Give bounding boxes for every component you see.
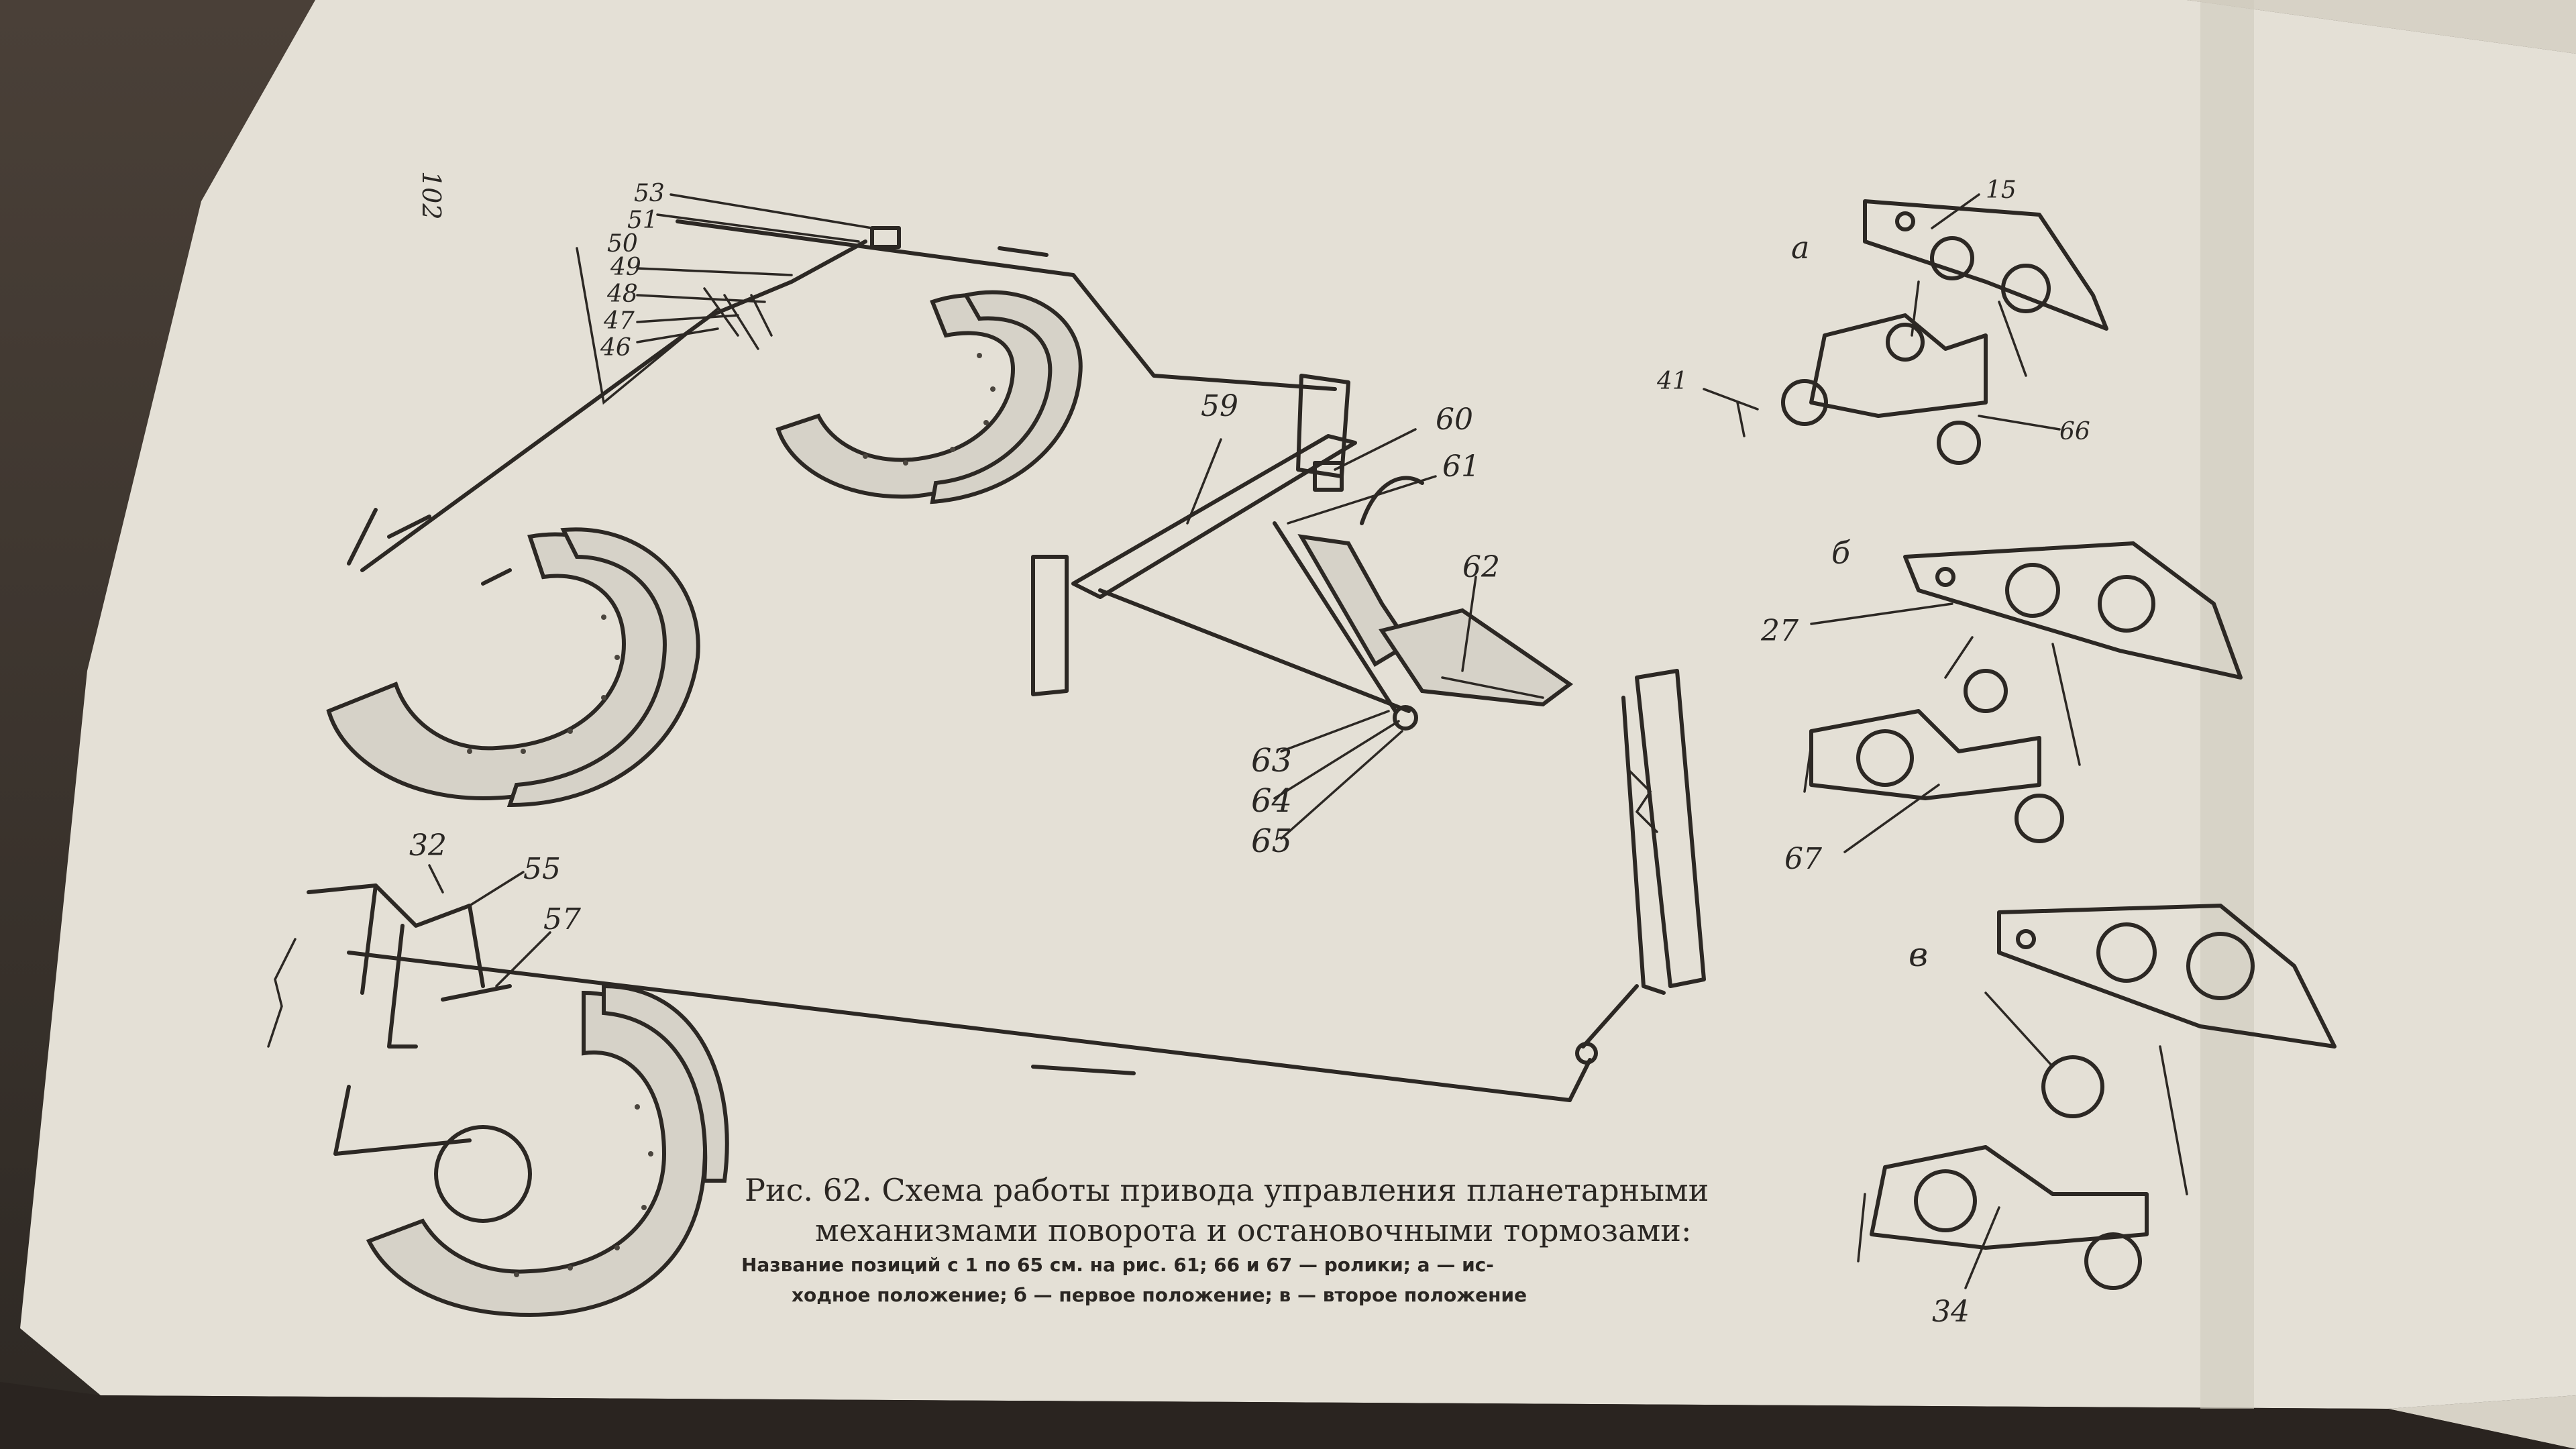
callout-62: 62 [1462,550,1500,584]
caption-legend-line1: Название позиций с 1 по 65 см. на рис. 6… [741,1254,1494,1276]
bracket-lines [576,247,719,405]
callout-48: 48 [606,280,638,308]
lever-32 [307,883,472,928]
callout-67: 67 [1784,842,1822,876]
callout-41: 41 [1656,368,1688,395]
bottom-shadow [0,1382,2576,1449]
callout-60: 60 [1436,402,1473,437]
brake-band-upper-right [775,290,1083,504]
callout-51: 51 [627,207,658,234]
bottom-linkage [267,883,1592,1156]
callout-47: 47 [603,307,635,335]
callout-61: 61 [1442,449,1480,484]
callout-50: 50 [607,230,638,258]
callout-57: 57 [543,902,581,936]
panel-a-drawing [1736,199,2108,465]
spring-left [267,938,297,1048]
rivet-dots [467,353,996,1277]
brake-band-left [326,527,700,808]
brake-band-bottom [366,983,729,1318]
callout-63: 63 [1251,742,1292,780]
panel-label-a: а [1791,229,1809,266]
right-vertical-lever [1575,669,1706,1065]
callout-55: 55 [523,852,561,886]
callout-15: 15 [1986,176,2017,204]
long-rod-bottom [347,951,1592,1102]
caption-legend-line2: ходное положение; б — первое положение; … [792,1284,1527,1306]
callout-59: 59 [1201,389,1238,423]
drum-hub [434,1125,532,1223]
pivot-64 [1393,705,1418,731]
callout-66: 66 [2059,418,2090,445]
long-rod-top [360,313,713,572]
callout-46: 46 [600,334,631,362]
page-number: 102 [417,171,446,220]
left-lever [347,508,431,566]
caption-title-line2: механизмами поворота и остановочными тор… [815,1212,1691,1248]
small-clevis [870,226,901,249]
callout-27: 27 [1760,614,1799,648]
panel-label-v: в [1909,935,1928,974]
motion-arrow-bottom [1031,1065,1136,1075]
motion-arrow-top [998,246,1049,257]
beam-59 [1071,434,1357,599]
support-post [1031,555,1069,696]
block-60 [1313,461,1344,492]
pedal-lever [1273,521,1397,713]
panel-v-drawing [1857,904,2337,1290]
panel-label-b: б [1831,535,1851,571]
callout-32: 32 [409,828,447,863]
leader-lines [428,193,2061,1289]
callout-49: 49 [610,254,641,281]
callout-65: 65 [1251,822,1292,860]
callout-34: 34 [1932,1295,1970,1329]
diag-rod [1098,588,1411,713]
panel-b-drawing [1803,541,2243,843]
center-linkage [1031,374,1574,731]
callout-53: 53 [634,180,665,207]
gutter-shade [2200,0,2254,1409]
lever-arm-top [709,239,867,317]
caption-title-line1: Рис. 62. Схема работы привода управления… [745,1172,1709,1208]
pedal-foot [1379,608,1574,707]
callout-64: 64 [1251,782,1292,820]
lever-57 [441,904,512,1002]
